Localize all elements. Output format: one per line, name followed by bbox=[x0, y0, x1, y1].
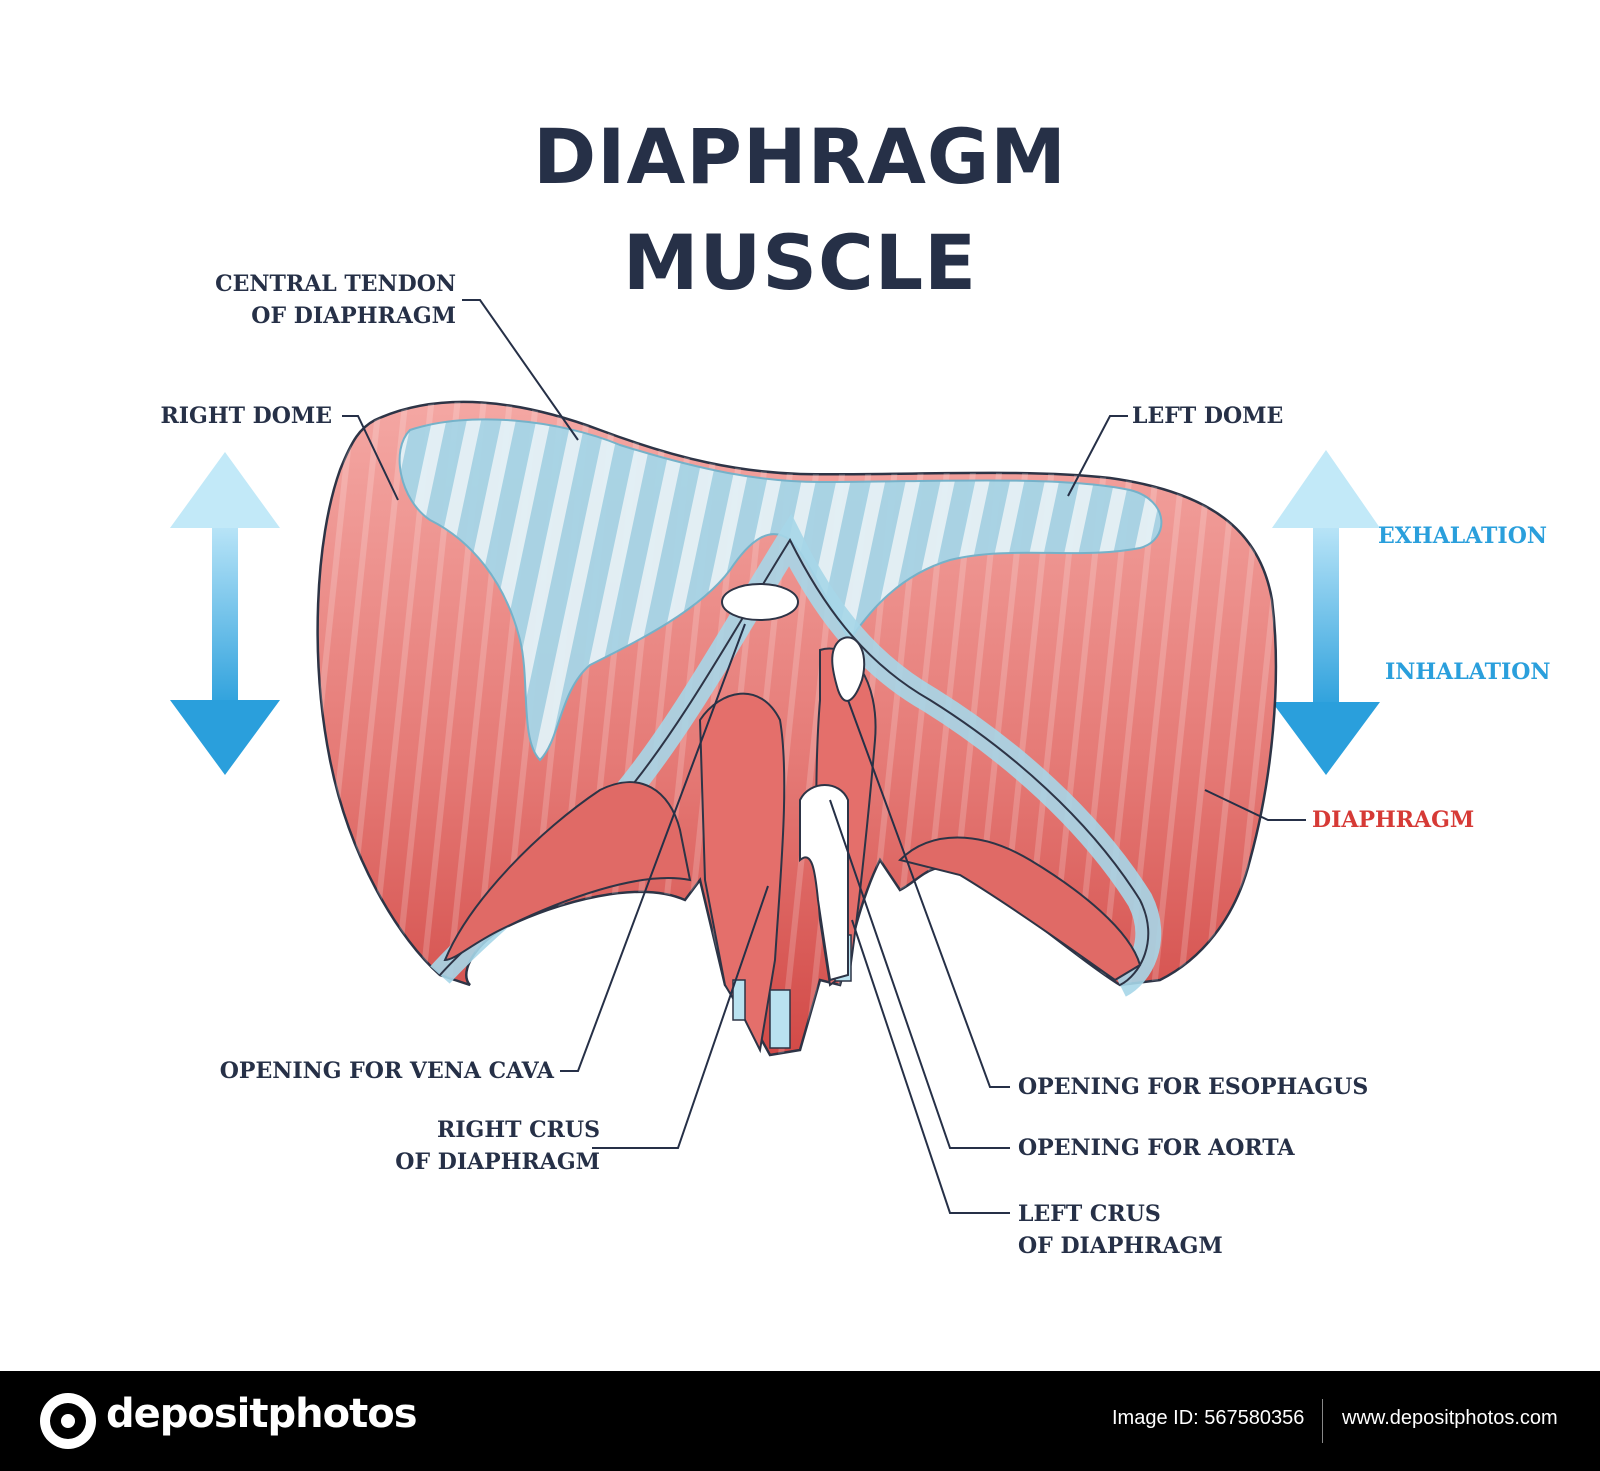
label-central-tendon-line2: OF DIAPHRAGM bbox=[251, 303, 456, 329]
title-line-2: MUSCLE bbox=[622, 218, 978, 307]
leader-lines bbox=[342, 299, 1306, 1214]
footer-divider bbox=[1322, 1399, 1323, 1443]
label-left-crus-line1: LEFT CRUS bbox=[1018, 1201, 1161, 1227]
label-right-crus-line1: RIGHT CRUS bbox=[436, 1117, 600, 1143]
depositphotos-logo-icon bbox=[40, 1393, 96, 1449]
label-left-crus-line2: OF DIAPHRAGM bbox=[1018, 1233, 1223, 1259]
label-exhalation: EXHALATION bbox=[1378, 523, 1547, 549]
footer-bar: depositphotos Image ID: 567580356 www.de… bbox=[0, 1371, 1600, 1471]
esophagus-opening bbox=[831, 636, 866, 702]
breathing-arrow-right bbox=[1272, 450, 1380, 775]
breathing-arrow-left bbox=[170, 452, 280, 775]
title-line-1: DIAPHRAGM bbox=[533, 112, 1067, 201]
label-right-crus-line2: OF DIAPHRAGM bbox=[395, 1149, 600, 1175]
label-vena-cava: OPENING FOR VENA CAVA bbox=[219, 1058, 554, 1084]
right-lower-lobe bbox=[443, 781, 692, 962]
label-aorta: OPENING FOR AORTA bbox=[1018, 1135, 1295, 1161]
image-id: Image ID: 567580356 bbox=[1112, 1407, 1305, 1429]
label-esophagus: OPENING FOR ESOPHAGUS bbox=[1018, 1074, 1369, 1100]
label-central-tendon-line1: CENTRAL TENDON bbox=[215, 271, 456, 297]
label-left-dome: LEFT DOME bbox=[1132, 403, 1284, 429]
label-right-dome: RIGHT DOME bbox=[160, 403, 332, 429]
diaphragm-illustration bbox=[170, 299, 1380, 1214]
aorta-opening bbox=[799, 784, 849, 982]
label-inhalation: INHALATION bbox=[1385, 659, 1551, 685]
brand-name: depositphotos bbox=[106, 1391, 418, 1437]
label-diaphragm: DIAPHRAGM bbox=[1312, 807, 1475, 833]
left-lower-lobe bbox=[898, 836, 1142, 982]
site-url: www.depositphotos.com bbox=[1342, 1407, 1558, 1429]
vena-cava-opening bbox=[721, 583, 799, 621]
right-crus bbox=[698, 692, 786, 1054]
